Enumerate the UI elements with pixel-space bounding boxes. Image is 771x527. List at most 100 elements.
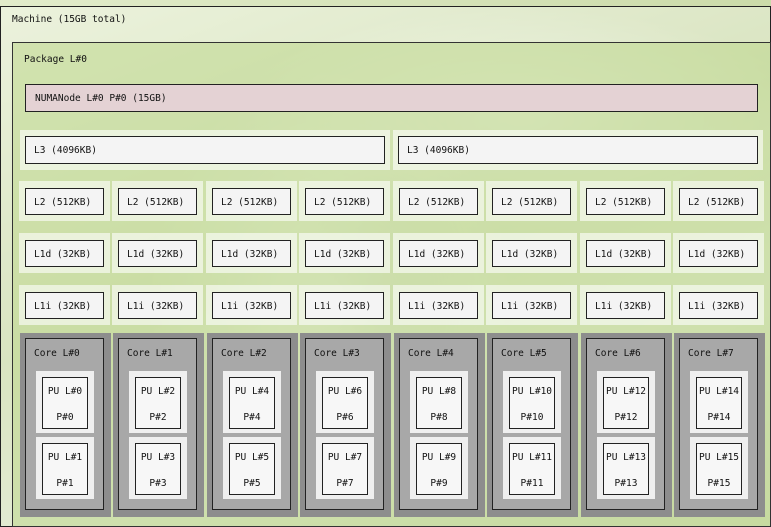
pu-label: PU L#1 <box>47 452 83 463</box>
core-label: Core L#5 <box>501 348 547 359</box>
machine-label: Machine (15GB total) <box>12 14 127 25</box>
l1i-cache-box: L1i (32KB) <box>212 292 291 319</box>
l1i-cache-label: L1i (32KB) <box>34 301 92 312</box>
numa-node-box: NUMANode L#0 P#0 (15GB) <box>25 84 758 112</box>
pu-physical-index: P#3 <box>149 478 167 489</box>
l1i-cache-label: L1i (32KB) <box>221 301 279 312</box>
l1i-cache-box: L1i (32KB) <box>679 292 758 319</box>
l2-cache-label: L2 (512KB) <box>501 197 559 208</box>
l2-cache-box: L2 (512KB) <box>25 188 104 215</box>
l2-cache-label: L2 (512KB) <box>408 197 466 208</box>
l1d-cache-box: L1d (32KB) <box>118 240 197 267</box>
l3-cache-label: L3 (4096KB) <box>407 145 470 156</box>
l1d-cache-box: L1d (32KB) <box>212 240 291 267</box>
l1d-cache-box: L1d (32KB) <box>586 240 665 267</box>
l1i-cache-box: L1i (32KB) <box>118 292 197 319</box>
l2-cache-box: L2 (512KB) <box>305 188 384 215</box>
l1d-cache-box: L1d (32KB) <box>492 240 571 267</box>
pu-physical-index: P#12 <box>614 412 638 423</box>
l1d-cache-label: L1d (32KB) <box>595 249 653 260</box>
pu-physical-index: P#4 <box>243 412 261 423</box>
l1d-cache-box: L1d (32KB) <box>305 240 384 267</box>
l2-cache-box: L2 (512KB) <box>492 188 571 215</box>
pu-physical-index: P#1 <box>56 478 74 489</box>
l1d-cache-label: L1d (32KB) <box>688 249 746 260</box>
numa-node-label: NUMANode L#0 P#0 (15GB) <box>35 93 167 104</box>
l1d-cache-label: L1d (32KB) <box>127 249 185 260</box>
l2-cache-label: L2 (512KB) <box>314 197 372 208</box>
l2-cache-label: L2 (512KB) <box>221 197 279 208</box>
l2-cache-box: L2 (512KB) <box>679 188 758 215</box>
l1d-cache-box: L1d (32KB) <box>679 240 758 267</box>
l1d-cache-label: L1d (32KB) <box>221 249 279 260</box>
pu-label: PU L#9 <box>421 452 457 463</box>
l1i-cache-label: L1i (32KB) <box>408 301 466 312</box>
l1i-cache-box: L1i (32KB) <box>25 292 104 319</box>
pu-physical-index: P#0 <box>56 412 74 423</box>
core-label: Core L#2 <box>221 348 267 359</box>
pu-label: PU L#12 <box>605 386 647 397</box>
l2-cache-label: L2 (512KB) <box>127 197 185 208</box>
l1i-cache-box: L1i (32KB) <box>399 292 478 319</box>
l1d-cache-label: L1d (32KB) <box>34 249 92 260</box>
l1i-cache-label: L1i (32KB) <box>501 301 559 312</box>
core-label: Core L#3 <box>314 348 360 359</box>
l1i-cache-label: L1i (32KB) <box>688 301 746 312</box>
pu-label: PU L#6 <box>327 386 363 397</box>
pu-label: PU L#5 <box>234 452 270 463</box>
l2-cache-box: L2 (512KB) <box>118 188 197 215</box>
l1i-cache-box: L1i (32KB) <box>586 292 665 319</box>
l1d-cache-box: L1d (32KB) <box>25 240 104 267</box>
pu-physical-index: P#13 <box>614 478 638 489</box>
core-label: Core L#4 <box>408 348 454 359</box>
pu-label: PU L#2 <box>140 386 176 397</box>
core-label: Core L#0 <box>34 348 80 359</box>
pu-physical-index: P#14 <box>707 412 731 423</box>
pu-label: PU L#14 <box>698 386 740 397</box>
pu-label: PU L#3 <box>140 452 176 463</box>
core-label: Core L#1 <box>127 348 173 359</box>
l1i-cache-box: L1i (32KB) <box>305 292 384 319</box>
pu-label: PU L#4 <box>234 386 270 397</box>
l1d-cache-box: L1d (32KB) <box>399 240 478 267</box>
pu-label: PU L#15 <box>698 452 740 463</box>
l1i-cache-label: L1i (32KB) <box>595 301 653 312</box>
pu-physical-index: P#6 <box>336 412 354 423</box>
pu-label: PU L#0 <box>47 386 83 397</box>
core-label: Core L#7 <box>688 348 734 359</box>
pu-physical-index: P#11 <box>520 478 544 489</box>
package-label: Package L#0 <box>24 54 87 65</box>
l3-cache-box: L3 (4096KB) <box>25 136 385 164</box>
pu-physical-index: P#5 <box>243 478 261 489</box>
pu-physical-index: P#8 <box>430 412 448 423</box>
l1d-cache-label: L1d (32KB) <box>501 249 559 260</box>
pu-physical-index: P#2 <box>149 412 167 423</box>
l2-cache-box: L2 (512KB) <box>399 188 478 215</box>
pu-label: PU L#13 <box>605 452 647 463</box>
l2-cache-box: L2 (512KB) <box>586 188 665 215</box>
l1d-cache-label: L1d (32KB) <box>314 249 372 260</box>
l1i-cache-label: L1i (32KB) <box>314 301 372 312</box>
pu-label: PU L#10 <box>511 386 553 397</box>
pu-physical-index: P#10 <box>520 412 544 423</box>
l1d-cache-label: L1d (32KB) <box>408 249 466 260</box>
l2-cache-label: L2 (512KB) <box>688 197 746 208</box>
l2-cache-box: L2 (512KB) <box>212 188 291 215</box>
pu-label: PU L#7 <box>327 452 363 463</box>
core-label: Core L#6 <box>595 348 641 359</box>
l2-cache-label: L2 (512KB) <box>34 197 92 208</box>
pu-physical-index: P#9 <box>430 478 448 489</box>
pu-label: PU L#11 <box>511 452 553 463</box>
